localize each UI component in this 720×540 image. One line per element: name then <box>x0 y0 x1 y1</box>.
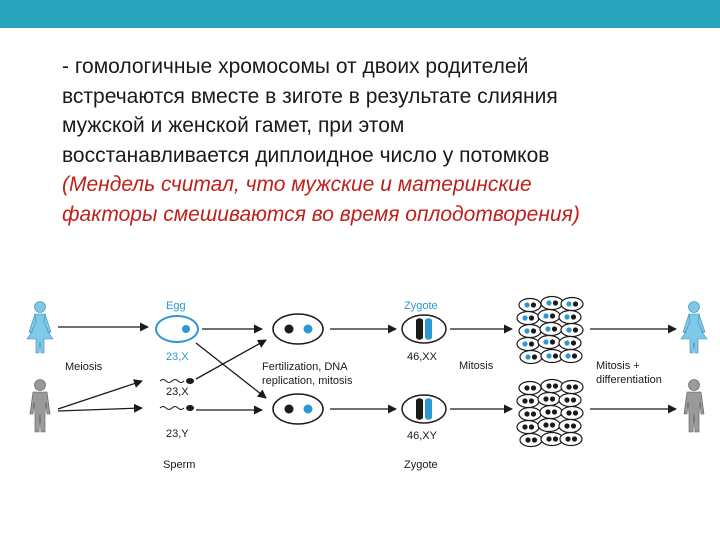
zygote-label: Zygote <box>404 300 438 312</box>
text-line: встречаются вместе в зиготе в результате… <box>62 84 558 108</box>
differentiation-label: differentiation <box>596 374 662 386</box>
sperm-tail <box>159 406 185 410</box>
female-cell-cluster <box>516 295 584 365</box>
top-banner <box>0 0 720 28</box>
arrow <box>195 342 267 399</box>
egg-nucleus <box>182 325 190 333</box>
fertilization-label: Fertilization, DNA <box>262 361 348 373</box>
fertilized-cell <box>272 313 324 345</box>
male-pronucleus <box>284 324 294 334</box>
differentiation-label: Mitosis + <box>596 360 640 372</box>
sperm-head-x <box>186 378 194 384</box>
text-line: восстанавливается диплоидное число у пот… <box>62 143 550 167</box>
chromosome-set <box>416 318 423 340</box>
arrow <box>57 403 143 413</box>
female-pronucleus <box>303 324 313 334</box>
egg-karyotype: 23,X <box>166 351 189 363</box>
zygote-cell <box>401 314 447 344</box>
highlight-line: факторы смешиваются во время оплодотворе… <box>62 202 580 226</box>
male-figure-icon <box>683 379 705 433</box>
sperm-x-karyotype: 23,X <box>166 386 189 398</box>
zygote-label: Zygote <box>404 459 438 471</box>
sperm-head-y <box>186 405 194 411</box>
fertilization-label: replication, mitosis <box>262 375 353 387</box>
male-figure-icon <box>29 379 51 433</box>
arrow <box>195 339 267 380</box>
female-pronucleus <box>303 404 313 414</box>
chromosome-set <box>425 318 432 340</box>
egg-label: Egg <box>166 300 186 312</box>
chromosome-set <box>416 398 423 420</box>
arrow <box>57 379 143 410</box>
female-figure-icon <box>680 301 708 354</box>
meiosis-label: Meiosis <box>65 361 103 373</box>
highlight-line: (Мендель считал, что мужские и материнск… <box>62 173 532 196</box>
fertilized-cell <box>272 393 324 425</box>
mitosis-label: Mitosis <box>459 360 494 372</box>
text-line: - гомологичные хромосомы от двоих родите… <box>62 55 529 78</box>
text-line: мужской и женской гамет, при этом <box>62 114 405 137</box>
female-figure-icon <box>26 301 54 354</box>
zygote-karyotype: 46,XX <box>407 351 438 363</box>
chromosome-set <box>425 398 432 420</box>
zygote-cell <box>401 394 447 424</box>
male-cell-cluster <box>516 378 584 448</box>
slide-text: - гомологичные хромосомы от двоих родите… <box>62 52 702 229</box>
sperm-label: Sperm <box>163 459 195 471</box>
zygote-karyotype: 46,XY <box>407 430 438 442</box>
sperm-tail <box>159 379 185 383</box>
egg-cell <box>155 315 199 343</box>
male-pronucleus <box>284 404 294 414</box>
sperm-y-karyotype: 23,Y <box>166 428 189 440</box>
